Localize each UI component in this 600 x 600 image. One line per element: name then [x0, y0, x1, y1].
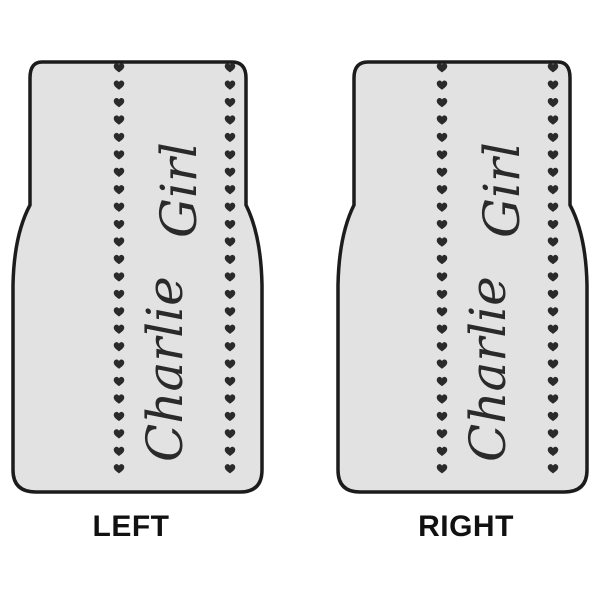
script-first-name: Charlie: [136, 276, 194, 462]
script-first-name: Charlie: [459, 276, 517, 462]
script-name-group: Charlie Girl: [136, 142, 208, 462]
script-second-name: Girl: [473, 142, 531, 238]
script-second-name: Girl: [150, 142, 208, 238]
script-name-group-right: Charlie Girl: [459, 142, 531, 462]
right-mat-label: RIGHT: [418, 510, 514, 543]
left-mat-label: LEFT: [92, 510, 170, 543]
left-floor-mat: Charlie Girl: [11, 60, 264, 494]
